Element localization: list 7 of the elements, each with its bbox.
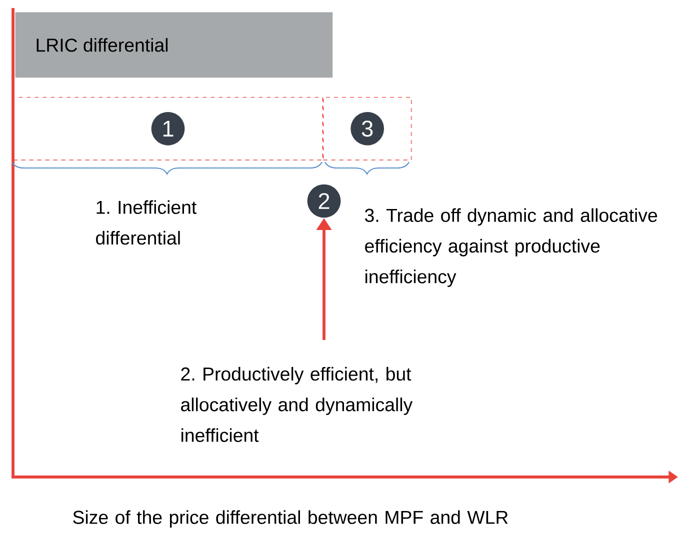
dashed-box bbox=[13, 97, 323, 160]
note-text: 2. Productively efficient, but allocatively and dynamically inefficient bbox=[181, 366, 413, 442]
bracket-label: 3. Trade off dynamic and allocative efficiency against productive inefficiency bbox=[364, 208, 658, 287]
dashed-box bbox=[323, 97, 412, 160]
bracket-label: 1. Inefficient differential bbox=[96, 200, 196, 245]
axis-title: Size of the price differential between MPF and WLR bbox=[73, 510, 508, 528]
label-bar: LRIC differential bbox=[15, 12, 333, 78]
